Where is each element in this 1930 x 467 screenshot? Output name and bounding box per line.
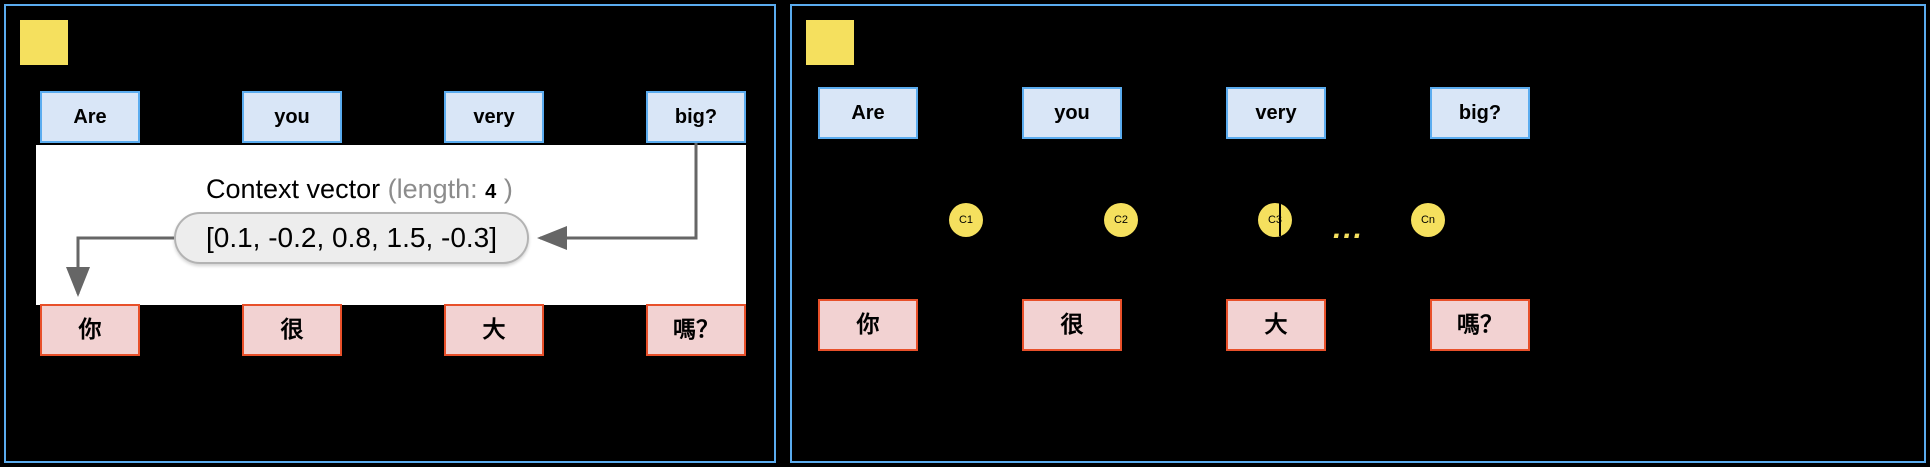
target-token-label: 你 (78, 316, 102, 343)
context-vector-pill[interactable]: [0.1, -0.2, 0.8, 1.5, -0.3] (174, 212, 529, 264)
context-node-circle[interactable]: C1 (949, 203, 983, 237)
yellow-marker-icon (20, 20, 68, 65)
context-node-circle[interactable]: C3 (1258, 203, 1292, 237)
target-token-label: 很 (280, 316, 304, 343)
target-token-label: 嗎？ (1457, 311, 1503, 338)
target-token-box[interactable]: 你 (40, 304, 140, 356)
context-node-label: C1 (958, 214, 974, 226)
source-token-label: you (274, 106, 310, 128)
left-panel: Are you very big? Context vector (length… (4, 4, 776, 463)
context-node-label: Cn (1420, 214, 1436, 226)
context-vector-title: Context vector (length: 4 ) (206, 174, 513, 205)
source-token-label: big? (1458, 102, 1502, 124)
context-node-circle[interactable]: C2 (1104, 203, 1138, 237)
target-token-label: 嗎？ (673, 316, 719, 343)
source-token-label: very (473, 106, 515, 128)
source-token-box[interactable]: you (242, 91, 342, 143)
context-vector-length-close: ) (503, 174, 513, 204)
context-node-circle[interactable]: Cn (1411, 203, 1445, 237)
target-token-label: 你 (856, 311, 880, 338)
target-token-box[interactable]: 嗎？ (646, 304, 746, 356)
target-token-box[interactable]: 嗎？ (1430, 299, 1530, 351)
source-token-label: big? (674, 106, 718, 128)
source-token-box[interactable]: big? (1430, 87, 1530, 139)
ellipsis-text: ... (1333, 212, 1365, 245)
target-token-label: 很 (1060, 311, 1084, 338)
source-token-box[interactable]: Are (818, 87, 918, 139)
source-token-box[interactable]: very (1226, 87, 1326, 139)
text-cursor-caret (1279, 203, 1281, 236)
source-token-box[interactable]: Are (40, 91, 140, 143)
source-token-label: Are (73, 106, 107, 128)
source-token-label: very (1255, 102, 1297, 124)
target-token-box[interactable]: 你 (818, 299, 918, 351)
target-token-box[interactable]: 很 (1022, 299, 1122, 351)
target-token-label: 大 (482, 316, 506, 343)
source-token-box[interactable]: you (1022, 87, 1122, 139)
context-node-label: C3 (1267, 214, 1283, 226)
context-node-label: C2 (1113, 214, 1129, 226)
source-token-label: you (1054, 102, 1090, 124)
target-token-label: 大 (1264, 311, 1288, 338)
context-vector-values: [0.1, -0.2, 0.8, 1.5, -0.3] (205, 222, 498, 253)
target-token-box[interactable]: 大 (1226, 299, 1326, 351)
target-token-box[interactable]: 大 (444, 304, 544, 356)
right-panel: Are you very big? C1 C2 C3 ... Cn 你 (790, 4, 1926, 463)
context-vector-length-value: 4 (485, 181, 497, 203)
source-token-box[interactable]: big? (646, 91, 746, 143)
yellow-marker-icon (806, 20, 854, 65)
context-vector-title-main: Context vector (206, 174, 381, 204)
ellipsis-label: ... (1333, 214, 1364, 244)
context-vector-length-label: (length: (387, 174, 478, 204)
target-token-box[interactable]: 很 (242, 304, 342, 356)
source-token-label: Are (851, 102, 885, 124)
source-token-box[interactable]: very (444, 91, 544, 143)
